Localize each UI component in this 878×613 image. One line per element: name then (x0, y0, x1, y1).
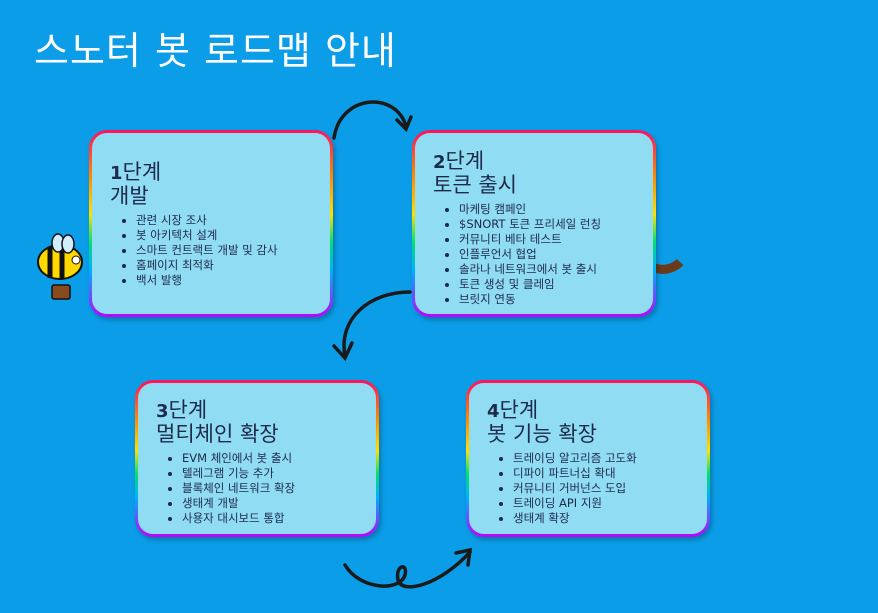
arrow-2-to-3-icon (342, 290, 412, 358)
stage-items: 마케팅 캠페인 $SNORT 토큰 프리세일 런칭 커뮤니티 베타 테스트 인플… (433, 202, 635, 307)
list-item: 토큰 생성 및 클레임 (459, 277, 635, 292)
stage-name: 봇 기능 확장 (487, 422, 597, 446)
list-item: 생태계 개발 (182, 496, 358, 511)
list-item: 솔라나 네트워크에서 봇 출시 (459, 262, 635, 277)
stage-heading: 1단계 (110, 160, 162, 184)
stage-items: EVM 체인에서 봇 출시 텔레그램 기능 추가 블록체인 네트워크 확장 생태… (156, 451, 358, 526)
list-item: 디파이 파트너십 확대 (513, 466, 689, 481)
list-item: $SNORT 토큰 프리세일 런칭 (459, 217, 635, 232)
list-item: 커뮤니티 베타 테스트 (459, 232, 635, 247)
list-item: 마케팅 캠페인 (459, 202, 635, 217)
list-item: 사용자 대시보드 통합 (182, 511, 358, 526)
arrow-3-to-4-head (454, 547, 473, 567)
arrow-3-to-4-icon (343, 550, 472, 589)
arrow-2-to-3-head (332, 341, 354, 362)
list-item: 인플루언서 협업 (459, 247, 635, 262)
stage-name: 멀티체인 확장 (156, 422, 279, 446)
stage-items: 트레이딩 알고리즘 고도화 디파이 파트너십 확대 커뮤니티 거버넌스 도입 트… (487, 451, 689, 526)
stage-heading: 3단계 (156, 398, 208, 422)
list-item: 스마트 컨트랙트 개발 및 감사 (136, 243, 312, 258)
stage-heading: 4단계 (487, 398, 539, 422)
list-item: 브릿지 연동 (459, 292, 635, 307)
arrow-1-to-2-icon (332, 100, 408, 140)
list-item: 트레이딩 API 지원 (513, 496, 689, 511)
list-item: 커뮤니티 거버넌스 도입 (513, 481, 689, 496)
bee-mascot-icon (37, 233, 83, 300)
list-item: 텔레그램 기능 추가 (182, 466, 358, 481)
list-item: 블록체인 네트워크 확장 (182, 481, 358, 496)
stage-items: 관련 시장 조사 봇 아키텍처 설계 스마트 컨트랙트 개발 및 감사 홈페이지… (110, 213, 312, 288)
list-item: 봇 아키텍처 설계 (136, 228, 312, 243)
stage-2-card: 2단계 토큰 출시 마케팅 캠페인 $SNORT 토큰 프리세일 런칭 커뮤니티… (412, 130, 656, 317)
list-item: 생태계 확장 (513, 511, 689, 526)
stage-4-card: 4단계 봇 기능 확장 트레이딩 알고리즘 고도화 디파이 파트너십 확대 커뮤… (466, 380, 710, 537)
stage-heading: 2단계 (433, 149, 485, 173)
page-title: 스노터 봇 로드맵 안내 (34, 29, 397, 73)
list-item: 홈페이지 최적화 (136, 258, 312, 273)
list-item: 관련 시장 조사 (136, 213, 312, 228)
stage-name: 토큰 출시 (433, 173, 517, 197)
list-item: EVM 체인에서 봇 출시 (182, 451, 358, 466)
list-item: 백서 발행 (136, 273, 312, 288)
stage-3-card: 3단계 멀티체인 확장 EVM 체인에서 봇 출시 텔레그램 기능 추가 블록체… (135, 380, 379, 537)
arrow-1-to-2-head (395, 115, 413, 133)
stage-name: 개발 (110, 184, 149, 208)
list-item: 트레이딩 알고리즘 고도화 (513, 451, 689, 466)
stage-1-card: 1단계 개발 관련 시장 조사 봇 아키텍처 설계 스마트 컨트랙트 개발 및 … (89, 130, 333, 317)
